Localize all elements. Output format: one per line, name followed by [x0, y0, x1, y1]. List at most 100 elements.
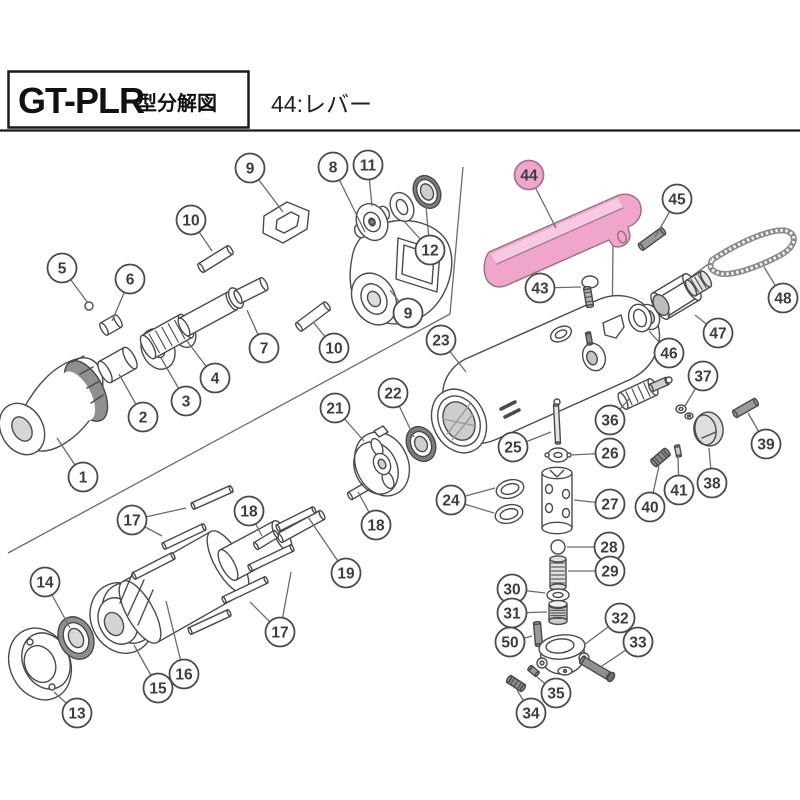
callout-number: 18 [240, 503, 258, 520]
callout-3: 3 [160, 357, 202, 417]
seat-26 [544, 447, 572, 463]
callout-number: 48 [774, 290, 792, 307]
callout-21: 21 [319, 392, 365, 442]
valve-36 [617, 376, 673, 410]
callout-4: 4 [186, 340, 231, 394]
callout-11: 11 [352, 149, 384, 207]
model-title: GT-PLR [18, 80, 145, 121]
callout-number: 33 [629, 634, 647, 651]
callout-circle [497, 431, 529, 463]
inlet-bushing-47 [650, 270, 713, 320]
callout-number: 28 [600, 539, 618, 556]
callout-circle [687, 360, 719, 392]
callout-number: 13 [68, 705, 86, 722]
callout-circle [494, 626, 526, 658]
callout-circle [233, 495, 265, 527]
callout-36: 36 [594, 397, 631, 436]
callout-17-b: 17 [249, 571, 296, 648]
callout-number: 4 [211, 370, 220, 387]
callout-circle [594, 555, 626, 587]
callout-number: 16 [175, 666, 193, 683]
callout-circle [594, 488, 626, 520]
callout-34: 34 [515, 689, 547, 729]
callout-number: 46 [660, 345, 678, 362]
callout-number: 10 [325, 340, 342, 357]
callout-circle [168, 658, 200, 690]
callout-19: 19 [307, 516, 362, 589]
front-plate-21 [353, 425, 411, 497]
callout-number: 2 [139, 409, 148, 426]
callout-number: 26 [601, 445, 619, 462]
callout-circle [142, 672, 174, 704]
callout-number: 25 [504, 439, 522, 456]
callout-32: 32 [583, 602, 636, 646]
callout-number: 37 [694, 368, 711, 385]
pin-18a [252, 529, 280, 551]
spring-40 [650, 447, 671, 468]
throttle-32 [536, 634, 590, 676]
callout-26: 26 [569, 437, 626, 469]
callout-number: 6 [126, 271, 135, 288]
pin-41 [673, 444, 683, 458]
title-box [7, 70, 250, 129]
callout-23: 23 [425, 324, 467, 373]
callout-number: 8 [329, 159, 338, 176]
bearing-14 [57, 616, 95, 660]
spacer-2 [97, 346, 138, 384]
diagram-type-label: 型分解図 [137, 91, 217, 115]
callout-7: 7 [246, 309, 280, 364]
callout-circle [696, 467, 728, 499]
callout-circle [634, 491, 666, 523]
callout-number: 38 [703, 475, 721, 492]
orings-24 [494, 478, 525, 525]
callout-number: 44 [520, 167, 538, 184]
callout-28: 28 [567, 531, 625, 563]
callout-circle [767, 282, 799, 314]
callout-circle [67, 461, 99, 493]
callout-2: 2 [118, 373, 159, 433]
callout-39: 39 [747, 412, 782, 460]
spring-pin-34 [505, 674, 527, 693]
callout-circle [29, 566, 61, 598]
callout-14: 14 [29, 566, 71, 629]
construction-line [449, 166, 464, 315]
callout-18-b: 18 [357, 491, 392, 541]
knob-38 [693, 411, 724, 447]
callout-number: 31 [503, 605, 521, 622]
stem-25 [552, 398, 562, 445]
washer-30 [546, 588, 570, 602]
callout-number: 18 [367, 517, 385, 534]
nut-31 [548, 599, 568, 626]
callout-circle [170, 385, 202, 417]
callout-16: 16 [165, 600, 200, 690]
bushing-6 [99, 314, 123, 336]
pin-45 [637, 226, 667, 252]
pin-35 [527, 664, 540, 678]
highlighted-part-label: 44:レバー [271, 91, 372, 117]
callout-number: 5 [58, 260, 67, 277]
callout-45: 45 [654, 183, 693, 238]
callout-number: 40 [641, 499, 658, 516]
callout-number: 34 [522, 705, 540, 722]
callout-number: 39 [757, 436, 775, 453]
callout-circle [515, 697, 547, 729]
callout-number: 32 [611, 610, 628, 627]
callout-number: 17 [271, 624, 288, 641]
callout-number: 43 [531, 280, 549, 297]
callout-29: 29 [568, 555, 626, 587]
callout-48: 48 [763, 266, 799, 314]
clamp-9a [262, 201, 310, 244]
callout-43: 43 [524, 272, 582, 304]
callout-circle [317, 151, 349, 183]
callout-circle [199, 362, 231, 394]
callout-circle [622, 626, 654, 658]
callout-number: 9 [404, 305, 413, 322]
callout-number: 12 [421, 242, 438, 259]
callout-number: 15 [149, 680, 167, 697]
callout-8: 8 [317, 151, 366, 233]
gasket-46 [627, 303, 653, 333]
callout-37: 37 [684, 360, 719, 407]
callout-circle [61, 697, 93, 729]
spring-29 [549, 555, 567, 591]
